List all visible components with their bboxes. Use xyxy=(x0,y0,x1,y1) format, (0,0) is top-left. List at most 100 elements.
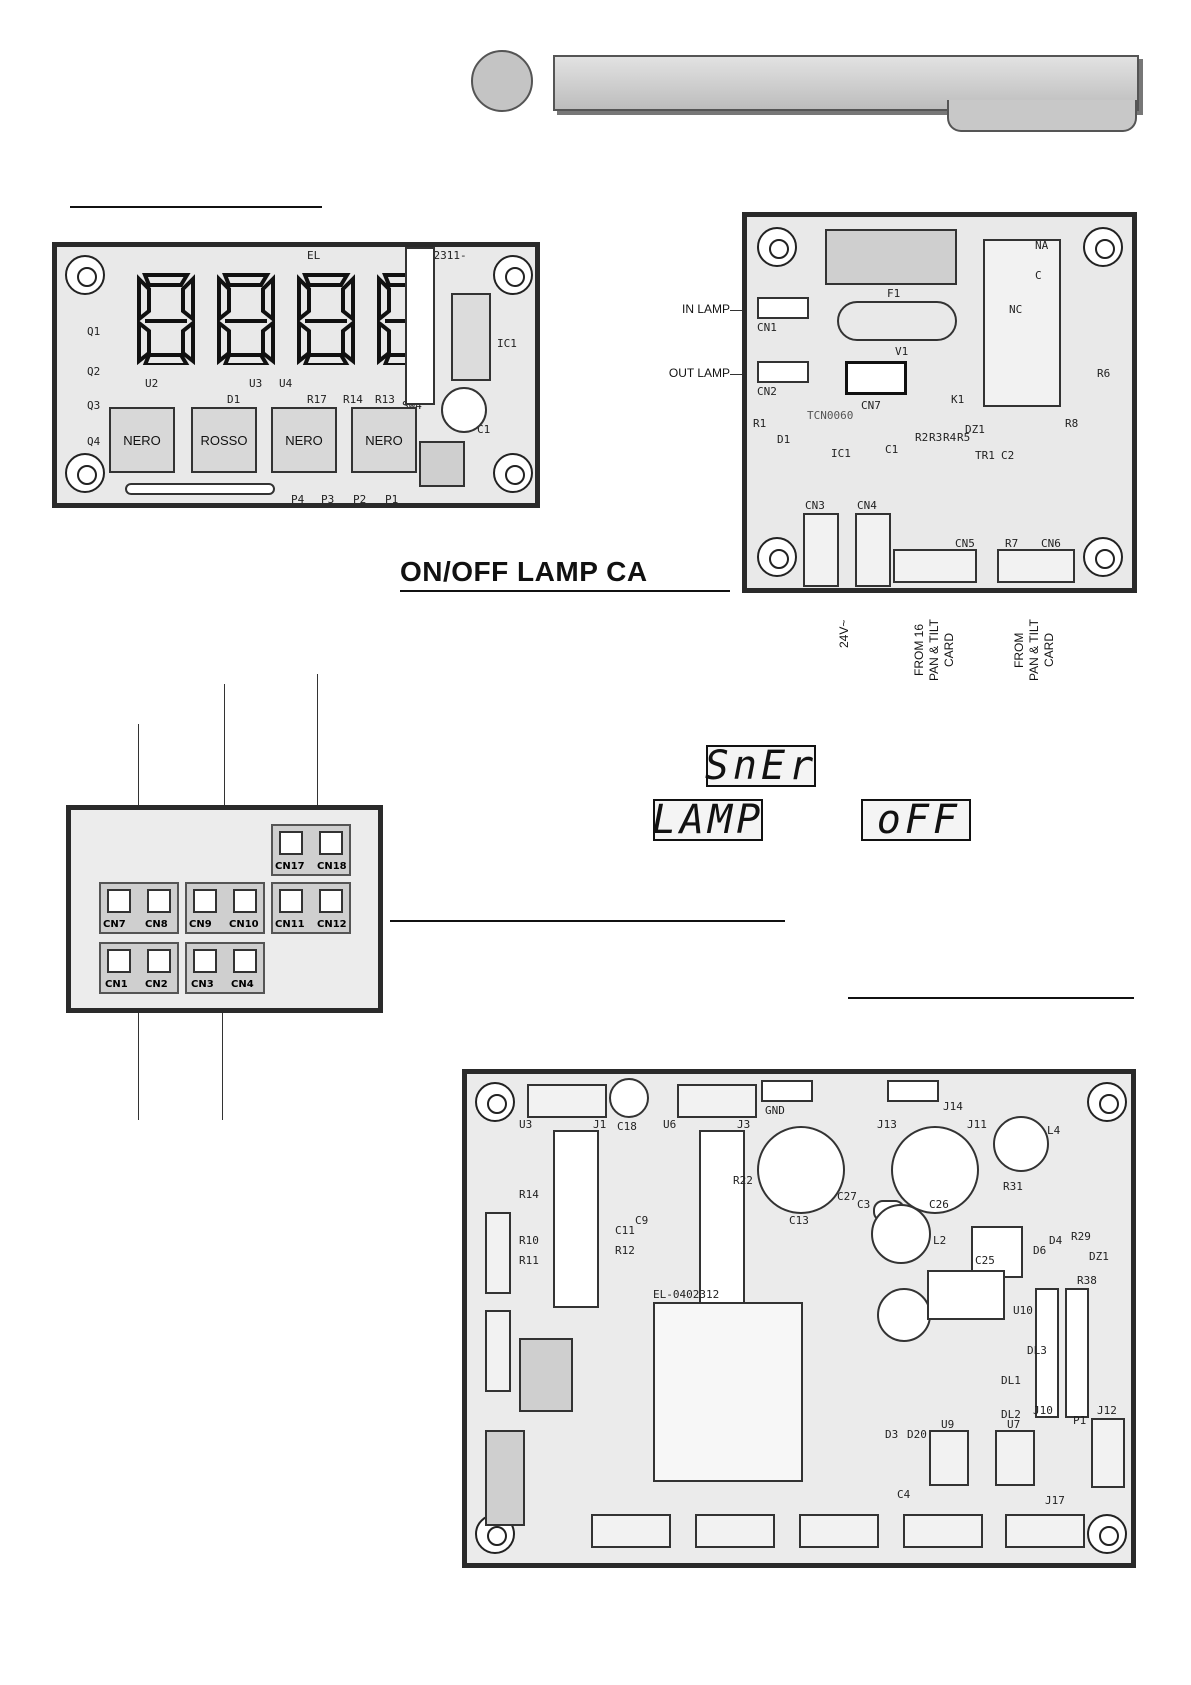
leader-cn3 xyxy=(222,990,223,1120)
mounting-hole xyxy=(1083,537,1123,577)
connector-j4 xyxy=(485,1310,511,1392)
display-sner: SnEr xyxy=(704,743,818,789)
label-r31: R31 xyxy=(1003,1180,1023,1193)
label-d4: D4 xyxy=(1049,1234,1063,1247)
label-r5: R5 xyxy=(957,431,971,444)
label-q4: Q4 xyxy=(87,435,101,448)
cn5-source-line1: FROM 16 xyxy=(912,624,926,677)
label-r10: R10 xyxy=(519,1234,539,1247)
label-r22: R22 xyxy=(733,1174,753,1187)
connector-bottom-3 xyxy=(799,1514,879,1548)
mounting-hole xyxy=(475,1082,515,1122)
potentiometer-p1 xyxy=(1065,1288,1089,1418)
connector-j13 xyxy=(761,1080,813,1102)
dip-chip-u1 xyxy=(519,1338,573,1412)
label-c4: C4 xyxy=(897,1488,911,1501)
section-banner-tab xyxy=(947,100,1137,132)
label-r13: R13 xyxy=(375,393,395,406)
label-p2: P2 xyxy=(353,493,367,506)
label-c11: C11 xyxy=(615,1224,635,1237)
label-r11: R11 xyxy=(519,1254,539,1267)
label-c1: C1 xyxy=(477,423,491,436)
label-j17: J17 xyxy=(1045,1494,1065,1507)
ic-u9 xyxy=(929,1430,969,1486)
label-p4: P4 xyxy=(291,493,305,506)
label-na: NA xyxy=(1035,239,1049,252)
capacitor-c1 xyxy=(441,387,487,433)
label-nc: NC xyxy=(1009,303,1023,316)
leader-cn9 xyxy=(224,684,225,888)
label-u6: U6 xyxy=(663,1118,677,1131)
label-tr1: TR1 xyxy=(975,449,995,462)
fuse-holder-f1 xyxy=(825,229,957,285)
connector-pair-cn1-cn2: CN1 CN2 xyxy=(99,942,179,994)
mcu-socket xyxy=(653,1302,803,1482)
label-r14: R14 xyxy=(519,1188,539,1201)
regulator xyxy=(927,1270,1005,1320)
label-cn18: CN18 xyxy=(317,861,347,872)
inductor-l2 xyxy=(871,1204,931,1264)
label-d3: D3 xyxy=(885,1428,899,1441)
key-black-3: NERO xyxy=(351,407,417,473)
connector-j12 xyxy=(1091,1418,1125,1488)
label-d6: D6 xyxy=(1033,1244,1047,1257)
label-v1: V1 xyxy=(895,345,909,358)
dip-chip xyxy=(419,441,465,487)
inductor-l4 xyxy=(993,1116,1049,1172)
label-k1: K1 xyxy=(951,393,965,406)
section-title-rule xyxy=(400,590,730,592)
label-r3: R3 xyxy=(929,431,943,444)
varistor-v1 xyxy=(837,301,957,341)
label-r4: R4 xyxy=(943,431,957,444)
label-j11: J11 xyxy=(967,1118,987,1131)
label-d20: D20 xyxy=(907,1428,927,1441)
key-black-1: NERO xyxy=(109,407,175,473)
label-part-code: TCN0060 xyxy=(807,409,854,422)
mounting-hole xyxy=(493,453,533,493)
main-control-board: EL-0402312 U3 J1 C18 U6 J3 GND J13 J14 J… xyxy=(462,1069,1136,1568)
capacitor-large xyxy=(877,1288,931,1342)
connector-bottom-2 xyxy=(695,1514,775,1548)
mounting-hole xyxy=(1087,1514,1127,1554)
mounting-hole xyxy=(757,227,797,267)
label-j12: J12 xyxy=(1097,1404,1117,1417)
label-c25: C25 xyxy=(975,1254,995,1267)
label-c1: C1 xyxy=(885,443,899,456)
label-r8: R8 xyxy=(1065,417,1079,430)
label-cn9: CN9 xyxy=(189,919,212,930)
label-cn4: CN4 xyxy=(857,499,877,512)
title-rule-left xyxy=(70,206,322,208)
in-lamp-label: IN LAMP xyxy=(681,302,730,316)
label-cn6: CN6 xyxy=(1041,537,1061,550)
key-black-2: NERO xyxy=(271,407,337,473)
label-c2: C2 xyxy=(1001,449,1015,462)
capacitor-c26 xyxy=(891,1126,979,1214)
label-cn1: CN1 xyxy=(105,979,128,990)
label-p1: P1 xyxy=(1073,1414,1087,1427)
label-dl1: DL1 xyxy=(1001,1374,1021,1387)
label-p1: P1 xyxy=(385,493,399,506)
label-j3: J3 xyxy=(737,1118,751,1131)
label-cn1: CN1 xyxy=(757,321,777,334)
label-u10: U10 xyxy=(1013,1304,1033,1317)
label-cn7: CN7 xyxy=(861,399,881,412)
ic-u6 xyxy=(699,1130,745,1308)
cn3-voltage-label: 24V~ xyxy=(837,619,851,649)
connector-pair-cn11-cn12: CN11 CN12 xyxy=(271,882,351,934)
label-u4: U4 xyxy=(279,377,293,390)
ic-u7 xyxy=(995,1430,1035,1486)
label-cn5: CN5 xyxy=(955,537,975,550)
connector-bottom-1 xyxy=(591,1514,671,1548)
page-number-circle xyxy=(471,50,533,112)
connector-bottom-5 xyxy=(1005,1514,1085,1548)
label-u9: U9 xyxy=(941,1418,955,1431)
label-c27: C27 xyxy=(837,1190,857,1203)
label-j1: J1 xyxy=(593,1118,607,1131)
label-cn2: CN2 xyxy=(145,979,168,990)
label-c9: C9 xyxy=(635,1214,649,1227)
label-q1: Q1 xyxy=(87,325,101,338)
label-cn2: CN2 xyxy=(757,385,777,398)
connector-j1 xyxy=(451,293,491,381)
label-c13: C13 xyxy=(789,1214,809,1227)
label-dl3: DL3 xyxy=(1027,1344,1047,1357)
